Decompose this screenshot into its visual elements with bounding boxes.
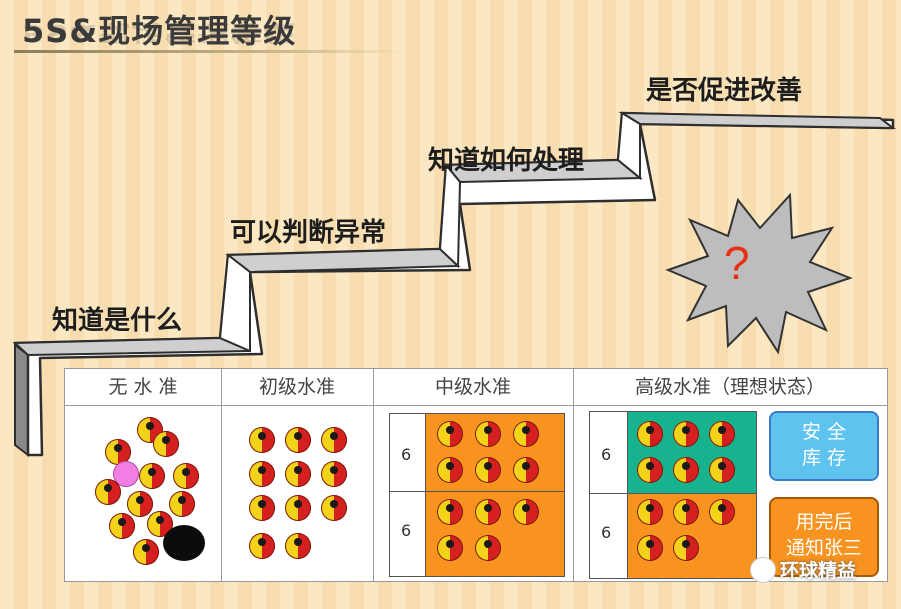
- part-ball: [285, 461, 311, 487]
- part-ball: [249, 427, 275, 453]
- part-ball: [673, 535, 699, 561]
- step-label-1: 知道是什么: [52, 306, 183, 336]
- part-ball: [437, 499, 463, 525]
- part-ball: [105, 439, 131, 465]
- part-ball: [139, 463, 165, 489]
- row-count: 6: [601, 523, 612, 542]
- question-starburst: [665, 192, 853, 355]
- row-count: 6: [401, 521, 412, 540]
- part-ball: [249, 533, 275, 559]
- watermark-text: 环球精益: [780, 560, 857, 582]
- part-ball: [249, 461, 275, 487]
- header-basic-level: 初级水准: [258, 376, 335, 398]
- part-ball: [475, 457, 501, 483]
- safety-stock-box: 安 全 库 存: [769, 411, 879, 481]
- cell-no-level: [65, 405, 221, 581]
- part-ball: [133, 539, 159, 565]
- cell-basic-level: [221, 405, 373, 581]
- part-ball: [437, 457, 463, 483]
- part-ball: [513, 499, 539, 525]
- step-label-3: 知道如何处理: [428, 146, 585, 176]
- staircase-side: [14, 342, 29, 458]
- riser-1: [218, 253, 251, 353]
- riser-2: [438, 162, 462, 269]
- step-label-4: 是否促进改善: [646, 76, 803, 106]
- notify-line2: 通知张三: [785, 537, 862, 559]
- part-ball: [673, 421, 699, 447]
- levels-table: 无 水 准 初级水准 中级水准 高级水准（理想状态）: [64, 368, 888, 582]
- part-ball: [321, 495, 347, 521]
- part-ball: [321, 461, 347, 487]
- part-ball: [637, 499, 663, 525]
- part-ball: [127, 491, 153, 517]
- header-high-level: 高级水准（理想状态）: [634, 376, 825, 398]
- column-divider: [221, 369, 222, 581]
- notify-box: 用完后 通知张三: [769, 497, 879, 577]
- part-ball: [673, 457, 699, 483]
- riser-3: [616, 111, 641, 181]
- part-ball: [513, 457, 539, 483]
- row-count: 6: [401, 445, 412, 464]
- row-count: 6: [601, 445, 612, 464]
- step-label-2: 可以判断异常: [230, 218, 387, 248]
- part-ball: [95, 479, 121, 505]
- part-ball: [285, 427, 311, 453]
- header-mid-level: 中级水准: [434, 376, 511, 398]
- step-1-top: [12, 336, 251, 357]
- part-ball: [637, 457, 663, 483]
- part-ball: [673, 499, 699, 525]
- cell-high-level: 6 6 安 全 库 存 用完后 通知张三: [573, 405, 887, 581]
- safety-stock-line2: 库 存: [801, 447, 847, 469]
- slide-title: 5S&现场管理等级: [22, 12, 297, 50]
- part-ball: [709, 421, 735, 447]
- notify-line1: 用完后: [795, 511, 853, 533]
- part-ball: [285, 533, 311, 559]
- part-ball: [285, 495, 311, 521]
- watermark-icon: [750, 557, 776, 583]
- title-underline: [14, 50, 406, 53]
- header-divider: [65, 405, 887, 406]
- safety-stock-line1: 安 全: [801, 421, 847, 443]
- part-ball: [709, 499, 735, 525]
- part-ball: [153, 431, 179, 457]
- column-divider: [373, 369, 374, 581]
- part-ball: [169, 491, 195, 517]
- part-ball: [709, 457, 735, 483]
- part-ball: [637, 535, 663, 561]
- column-divider: [573, 369, 574, 581]
- step-4-top: [618, 111, 897, 130]
- part-ball: [475, 499, 501, 525]
- part-ball: [173, 463, 199, 489]
- part-ball: [513, 421, 539, 447]
- cell-mid-level: 6 6: [373, 405, 573, 581]
- question-mark: ?: [724, 237, 750, 289]
- part-ball: [637, 421, 663, 447]
- part-ball: [475, 535, 501, 561]
- part-ball: [437, 535, 463, 561]
- part-ball: [321, 427, 347, 453]
- header-no-level: 无 水 准: [108, 376, 178, 398]
- part-ball: [437, 421, 463, 447]
- part-ball: [475, 421, 501, 447]
- black-ball: [163, 525, 205, 561]
- part-ball: [109, 513, 135, 539]
- part-ball: [249, 495, 275, 521]
